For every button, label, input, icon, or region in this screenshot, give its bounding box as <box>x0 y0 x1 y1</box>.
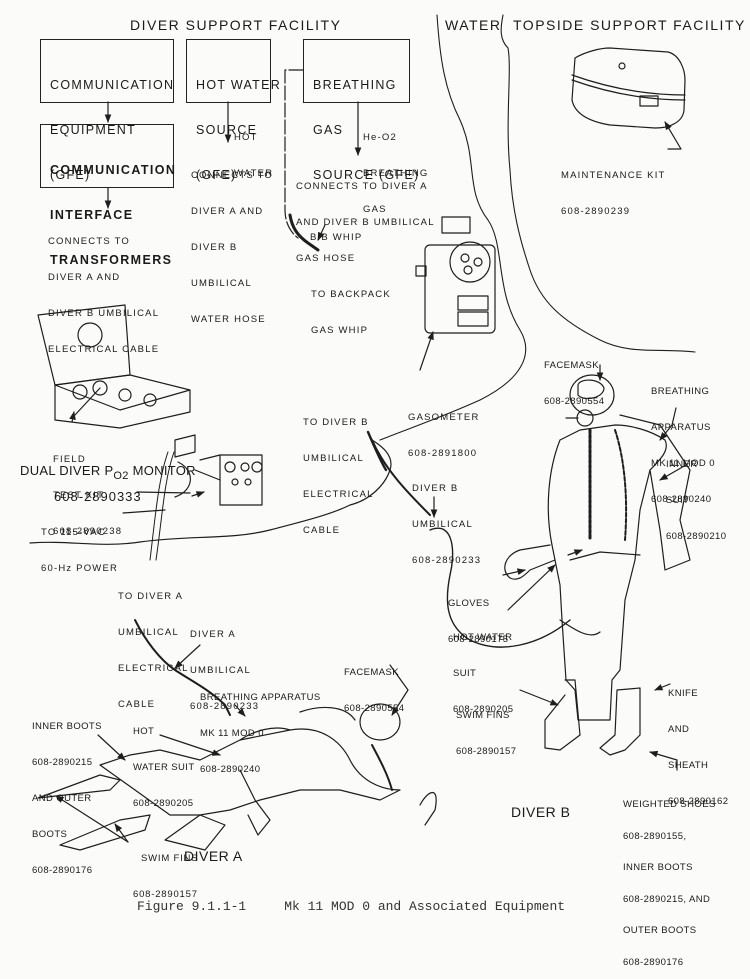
heading-diver-support: DIVER SUPPORT FACILITY <box>130 17 342 33</box>
label-b-knife: KNIFE AND SHEATH 608-2890162 <box>668 688 729 807</box>
box-breathing-gas-source: BREATHING GAS SOURCE (GFE) <box>303 39 418 182</box>
label-b-hot-water-suit: HOT WATER SUIT 608-2890205 <box>453 632 514 715</box>
label-to-diver-a-cable: TO DIVER A UMBILICAL ELECTRICAL CABLE <box>118 591 189 710</box>
maintenance-kit-drawing <box>571 47 686 150</box>
label-hot-water: HOT WATER <box>234 132 274 179</box>
box-communication-interface: COMMUNICATION INTERFACE TRANSFORMERS <box>40 124 175 267</box>
diver-b-boundary <box>429 527 571 648</box>
label-power: TO 115-VAC 60-Hz POWER <box>41 527 119 574</box>
figure-caption: Figure 9.1.1-1 Mk 11 MOD 0 and Associated… <box>137 899 565 914</box>
label-a-facemask: FACEMASK 608-2890554 <box>344 667 405 714</box>
label-to-backpack: TO BACKPACK GAS WHIP <box>311 289 391 336</box>
label-b-weighted-shoes: WEIGHTED SHOES 608-2890155, INNER BOOTS … <box>623 799 716 968</box>
label-b-breathing-apparatus: BREATHING APPARATUS MK 11 MOD 0 608-2890… <box>651 386 715 505</box>
label-a-swim-fins: SWIM FINS 608-2890157 <box>133 853 199 900</box>
field-test-kit-drawing <box>37 304 191 429</box>
diver-a-drawing <box>37 619 437 851</box>
label-a-hot-water-suit: HOT WATER SUIT 608-2890205 <box>133 726 195 809</box>
label-maintenance-kit: MAINTENANCE KIT 608-2890239 <box>561 170 666 217</box>
label-heo2-gas: He-O2 BREATHING GAS <box>363 132 429 215</box>
label-bib-whip: BIB WHIP <box>310 232 363 243</box>
water-boundary-right <box>500 14 696 353</box>
line-art <box>29 14 696 851</box>
label-b-gloves: GLOVES 608-2890175 <box>448 598 509 645</box>
label-gasometer: GASOMETER 608-2891800 <box>408 412 480 459</box>
label-connects-water: CONNECTS TO DIVER A AND DIVER B UMBILICA… <box>191 170 273 325</box>
heading-water: WATER <box>445 17 502 33</box>
heading-topside-support: TOPSIDE SUPPORT FACILITY <box>513 17 746 33</box>
label-diver-a: DIVER A <box>184 848 243 864</box>
label-connects-gas: CONNECTS TO DIVER A AND DIVER B UMBILICA… <box>296 181 435 264</box>
label-b-inner-suit: INNER SUIT 608-2890210 <box>666 459 727 542</box>
label-po2-monitor-part: 608-2890333 <box>54 489 142 504</box>
box-hot-water-source: HOT WATER SOURCE (GFE) <box>186 39 280 182</box>
label-b-swim-fins: SWIM FINS 608-2890157 <box>456 710 517 757</box>
label-po2-monitor: DUAL DIVER PO2 MONITOR <box>20 463 196 482</box>
label-diver-b: DIVER B <box>511 804 571 820</box>
label-to-diver-b-cable: TO DIVER B UMBILICAL ELECTRICAL CABLE <box>303 417 374 536</box>
diver-b-drawing <box>502 364 691 771</box>
po2-monitor-drawing <box>122 434 263 561</box>
label-diver-a-umbilical: DIVER A UMBILICAL 608-2890233 <box>190 629 260 712</box>
label-a-boots: INNER BOOTS 608-2890215 AND OUTER BOOTS … <box>32 721 102 876</box>
label-connects-electrical: CONNECTS TO DIVER A AND DIVER B UMBILICA… <box>48 236 160 355</box>
figure-number: Figure 9.1.1-1 <box>137 899 247 914</box>
label-a-breathing-apparatus: BREATHING APPARATUS MK 11 MOD 0 608-2890… <box>200 692 321 775</box>
label-field-test-kit: FIELD TEST KIT 608-2890238 <box>53 454 123 537</box>
bib-whip-fitting <box>288 213 320 252</box>
label-b-facemask: FACEMASK 608-2890554 <box>544 360 605 407</box>
bib-whip-line <box>284 69 304 239</box>
label-diver-b-umbilical: DIVER B UMBILICAL 608-2890233 <box>412 483 482 566</box>
box-communication-equipment: COMMUNICATION EQUIPMENT (GFE) <box>40 39 174 182</box>
figure-title: Mk 11 MOD 0 and Associated Equipment <box>284 899 566 914</box>
gasometer-drawing <box>415 216 496 371</box>
water-boundary-left <box>379 14 527 441</box>
